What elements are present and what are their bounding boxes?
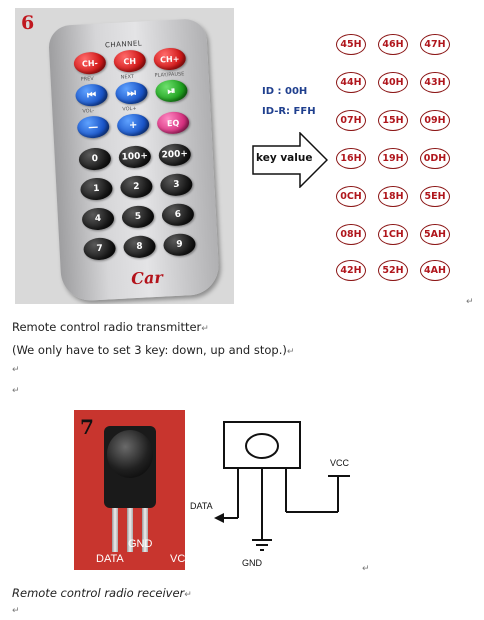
return-mark: ↵ — [12, 386, 20, 396]
ch-plus-button: CH+ — [153, 47, 187, 71]
return-mark: ↵ — [12, 606, 20, 616]
key-4-button: 4 — [81, 207, 115, 231]
return-mark: ↵ — [12, 365, 20, 375]
key-code: 15H — [378, 110, 408, 131]
key-3-button: 3 — [159, 172, 193, 197]
figure-number: 6 — [21, 12, 35, 34]
receiver-lens — [107, 430, 153, 478]
key-code: 45H — [336, 34, 366, 55]
key-code: 42H — [336, 260, 366, 281]
brand-logo: Car — [130, 267, 164, 289]
key-code: 5EH — [420, 186, 450, 207]
ch-button: CH — [113, 49, 147, 73]
key-code: 1CH — [378, 224, 408, 245]
pin-label-vcc: VC — [170, 553, 185, 565]
receiver-pin — [112, 508, 118, 552]
pin-label-data: DATA — [96, 553, 124, 565]
key-1-button: 1 — [79, 177, 114, 201]
vol-plus-label: VOL+ — [122, 105, 137, 113]
transmitter-caption: Remote control radio transmitter↵ — [12, 320, 209, 334]
ch-minus-button: CH- — [73, 51, 107, 75]
key-code: 19H — [378, 148, 408, 169]
key-code: 0DH — [420, 148, 450, 169]
key-9-button: 9 — [162, 232, 197, 257]
receiver-caption: Remote control radio receiver↵ — [12, 586, 192, 600]
next-label: NEXT — [120, 73, 135, 81]
key-code: 40H — [378, 72, 408, 93]
key-0-button: 0 — [78, 147, 112, 171]
key-code-grid: 45H 46H 47H 44H 40H 43H 07H 15H 09H 16H … — [330, 30, 465, 285]
key-6-button: 6 — [161, 202, 195, 227]
key-code: 18H — [378, 186, 408, 207]
key-code: 46H — [378, 34, 408, 55]
key-8-button: 8 — [122, 235, 157, 259]
receiver-pin — [142, 508, 148, 552]
remote-control: CHANNEL CH- CH CH+ PREV NEXT PLAY/PAUSE … — [47, 18, 221, 302]
receiver-schematic: DATA VCC GND — [188, 412, 368, 572]
id-line: ID : 00H — [262, 86, 308, 97]
play-pause-label: PLAY/PAUSE — [154, 71, 185, 79]
pin-label-gnd: GND — [128, 538, 153, 550]
return-mark: ↵ — [466, 297, 474, 307]
id-r-line: ID-R: FFH — [262, 106, 316, 117]
key-code: 08H — [336, 224, 366, 245]
key-200-button: 200+ — [158, 143, 192, 167]
data-arrow-icon — [214, 513, 224, 523]
key-code: 5AH — [420, 224, 450, 245]
key-code: 09H — [420, 110, 450, 131]
schematic-gnd-label: GND — [242, 558, 262, 568]
key-100-button: 100+ — [118, 145, 152, 169]
arrow-label: key value — [256, 152, 313, 164]
key-code: 52H — [378, 260, 408, 281]
vol-down-button: — — [76, 115, 110, 139]
figure-number: 7 — [80, 415, 94, 439]
schematic-data-label: DATA — [190, 501, 213, 511]
next-button: ⏭ — [114, 81, 149, 105]
vol-up-button: + — [116, 113, 150, 137]
schematic-vcc-label: VCC — [330, 458, 350, 468]
key-code: 4AH — [420, 260, 450, 281]
eq-button: EQ — [156, 111, 190, 135]
play-pause-button: ⏯ — [154, 79, 188, 103]
key-code: 0CH — [336, 186, 366, 207]
key-value-arrow: key value — [252, 131, 329, 192]
key-code: 43H — [420, 72, 450, 93]
key-code: 16H — [336, 148, 366, 169]
remote-control-photo: 6 CHANNEL CH- CH CH+ PREV NEXT PLAY/PAUS… — [15, 8, 234, 304]
prev-button: ⏮ — [74, 83, 109, 107]
vol-minus-label: VOL- — [82, 108, 95, 115]
return-mark: ↵ — [362, 564, 370, 574]
key-code: 44H — [336, 72, 366, 93]
receiver-pin — [127, 508, 133, 552]
key-7-button: 7 — [83, 237, 117, 261]
channel-label: CHANNEL — [104, 39, 143, 50]
prev-label: PREV — [80, 75, 94, 83]
key-code: 07H — [336, 110, 366, 131]
key-5-button: 5 — [121, 205, 155, 229]
arrow-icon — [252, 131, 329, 189]
ir-receiver-photo: 7 GND DATA VC — [74, 410, 185, 570]
transmitter-note: (We only have to set 3 key: down, up and… — [12, 343, 295, 357]
key-2-button: 2 — [119, 175, 153, 199]
schematic-diagram — [214, 421, 350, 551]
key-code: 47H — [420, 34, 450, 55]
